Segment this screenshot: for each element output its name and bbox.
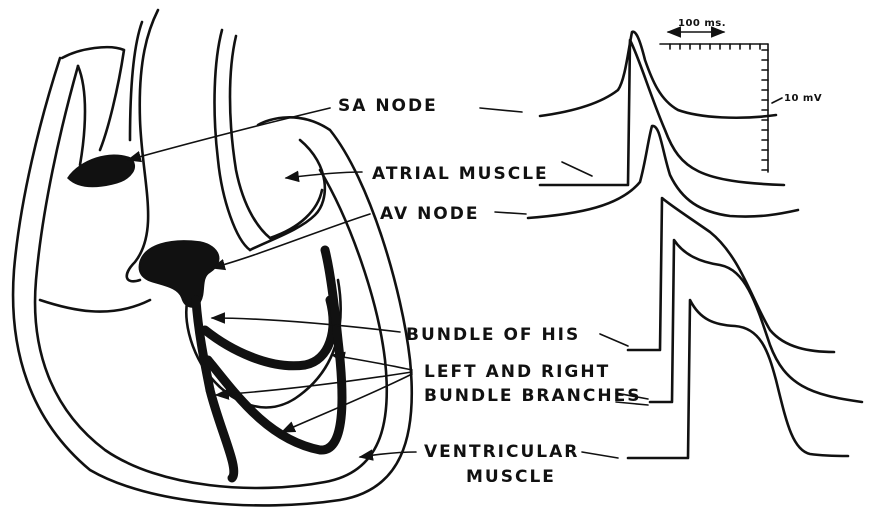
- left-bundle-branch: [210, 390, 234, 478]
- av-node-dash: [495, 212, 526, 214]
- label-atrial-muscle: ATRIAL MUSCLE: [372, 164, 549, 184]
- sa-node-arrow: [128, 108, 330, 160]
- scale-bar: 100 ms. 10 mV: [660, 18, 822, 172]
- ventricular-muscle-dash: [582, 452, 618, 458]
- labels: SA NODE ATRIAL MUSCLE AV NODE BUNDLE OF …: [338, 96, 648, 487]
- bundle-of-his: [196, 300, 210, 390]
- bundle-of-his-arrow: [212, 318, 400, 332]
- scale-voltage-leader: [772, 98, 782, 103]
- vena-cava-tube: [62, 47, 124, 165]
- scale-ticks: [670, 44, 768, 170]
- aorta-tube: [127, 10, 158, 281]
- sa-node-dash: [480, 108, 522, 112]
- heart-drawing: [13, 10, 412, 505]
- heart-outer-wall: [13, 58, 412, 505]
- trace-bundle-branches: [650, 240, 862, 402]
- trace-bundle-of-his: [628, 198, 834, 352]
- trace-atrial-muscle: [540, 40, 784, 185]
- pulmonary-artery-tube: [215, 30, 270, 250]
- label-ventricular-muscle-2: MUSCLE: [466, 467, 556, 487]
- label-ventricular-muscle-1: VENTRICULAR: [424, 442, 579, 462]
- ventricular-muscle-arrow: [360, 452, 416, 457]
- label-bundle-of-his: BUNDLE OF HIS: [406, 325, 580, 345]
- label-sa-node: SA NODE: [338, 96, 438, 116]
- label-bundle-branches-1: LEFT AND RIGHT: [424, 362, 610, 382]
- bundle-of-his-dash: [600, 334, 628, 346]
- scale-voltage-label: 10 mV: [784, 93, 822, 104]
- atrial-muscle-dash: [562, 162, 592, 176]
- right-branch-arrow-lower: [282, 374, 412, 432]
- av-node-arrow: [212, 214, 370, 268]
- left-bundle-branch-fan: [205, 300, 333, 366]
- av-node: [139, 241, 218, 307]
- left-wall-curve: [40, 300, 150, 312]
- label-av-node: AV NODE: [380, 204, 479, 224]
- label-bundle-branches-2: BUNDLE BRANCHES: [424, 386, 641, 406]
- sa-node: [68, 155, 134, 186]
- scale-time-label: 100 ms.: [678, 18, 726, 29]
